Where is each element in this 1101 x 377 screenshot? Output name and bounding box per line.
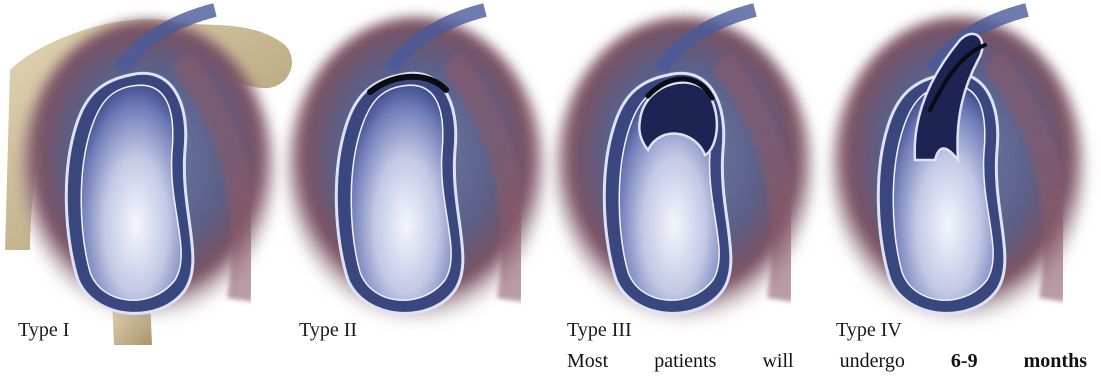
body-bold-word: 6-9	[951, 350, 978, 373]
caption-type-1: Type I	[18, 320, 69, 340]
body-word: will	[762, 350, 793, 373]
glenoid-surface	[351, 85, 451, 300]
panel-type-2	[286, 10, 546, 327]
body-word: Most	[567, 350, 608, 373]
panel-type-4	[830, 10, 1086, 327]
glenoid-surface	[81, 85, 181, 300]
body-text-line: Most patients will undergo 6-9 months	[567, 350, 1087, 373]
body-bold-word: months	[1024, 350, 1087, 373]
panel-type-1	[5, 10, 292, 345]
body-word: patients	[654, 350, 716, 373]
caption-type-2: Type II	[299, 320, 357, 340]
caption-type-4: Type IV	[836, 320, 902, 340]
panel-type-3	[554, 10, 814, 327]
caption-type-3: Type III	[567, 320, 632, 340]
body-word: undergo	[840, 350, 905, 373]
